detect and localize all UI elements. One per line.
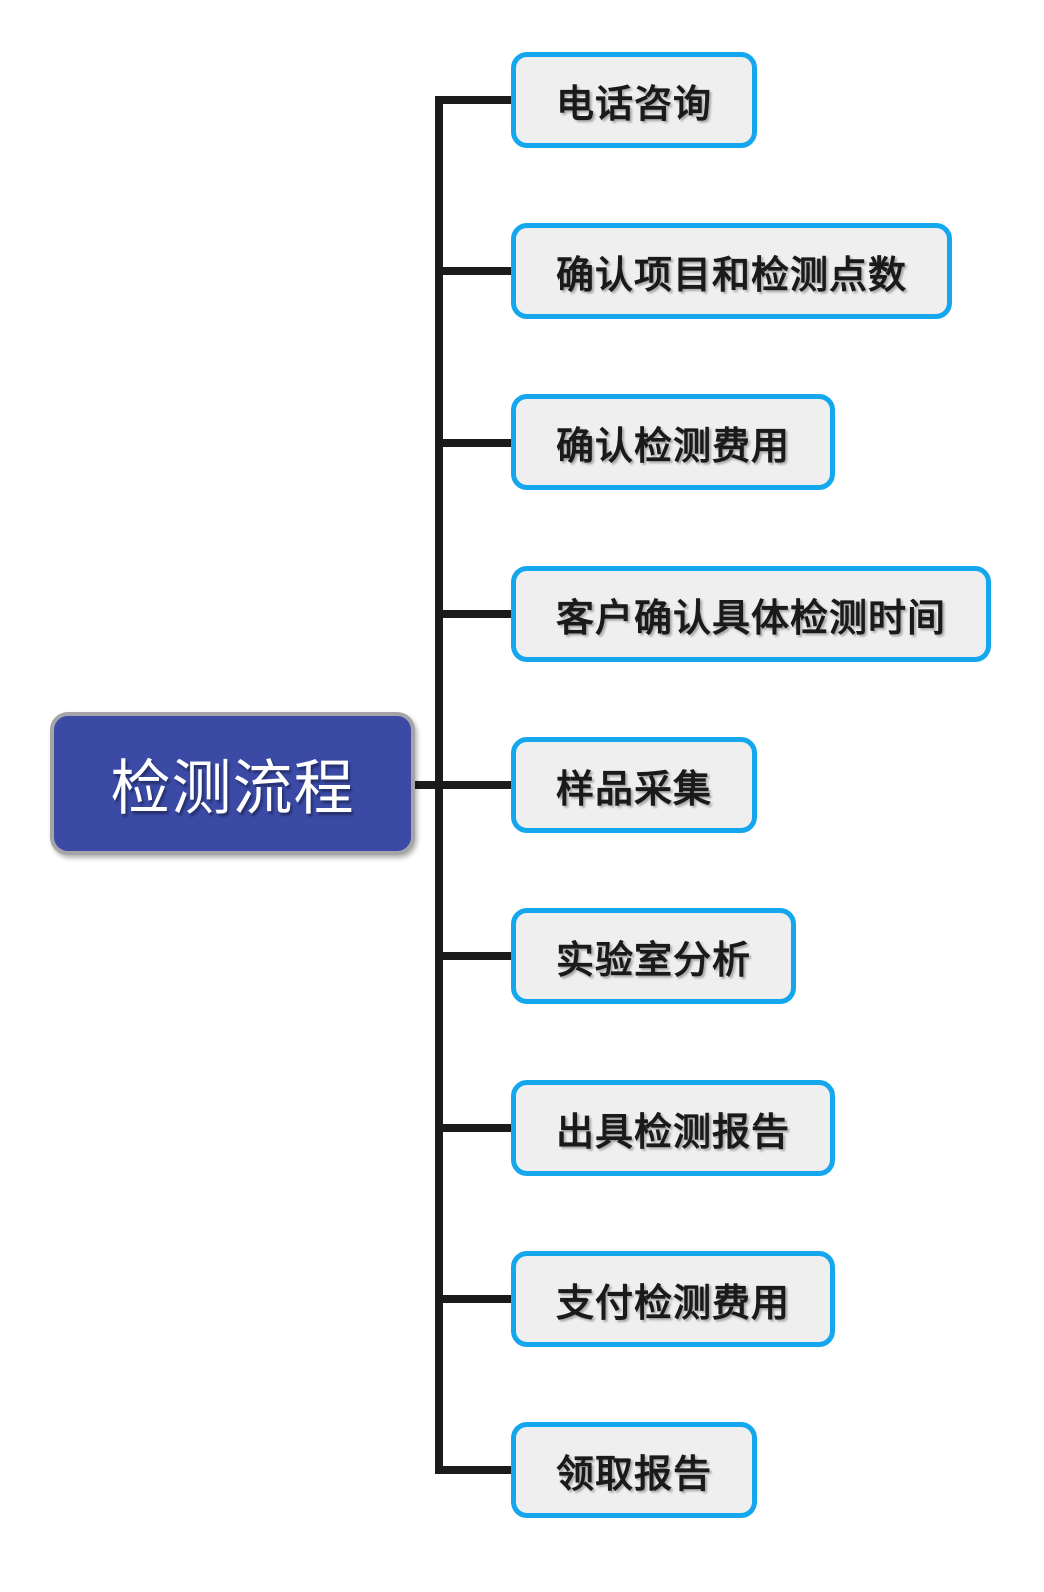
node-label: 样品采集 [556,768,713,811]
node-customer-confirm-time[interactable]: 客户确认具体检测时间 [511,566,992,662]
node-phone-consultation[interactable]: 电话咨询 [511,52,758,148]
connector-branch-7 [435,1124,513,1132]
connector-branch-8 [435,1295,513,1303]
node-confirm-items-and-points[interactable]: 确认项目和检测点数 [511,223,953,319]
root-node-testing-process[interactable]: 检测流程 [50,712,415,855]
node-lab-analysis[interactable]: 实验室分析 [511,908,797,1004]
connector-branch-5 [435,781,513,789]
root-node-label: 检测流程 [110,755,355,822]
node-issue-test-report[interactable]: 出具检测报告 [511,1080,836,1176]
connector-branch-2 [435,267,513,275]
node-label: 实验室分析 [556,939,752,982]
node-label: 出具检测报告 [556,1111,791,1154]
node-label: 领取报告 [556,1453,713,1496]
connector-branch-4 [435,610,513,618]
node-label: 支付检测费用 [556,1282,791,1325]
node-sample-collection[interactable]: 样品采集 [511,737,758,833]
node-label: 客户确认具体检测时间 [556,597,947,640]
node-label: 确认检测费用 [556,425,791,468]
node-label: 确认项目和检测点数 [556,254,908,297]
connector-branch-3 [435,439,513,447]
connector-branch-1 [435,96,513,104]
connector-branch-6 [435,952,513,960]
node-confirm-testing-fee[interactable]: 确认检测费用 [511,394,836,490]
node-label: 电话咨询 [556,83,713,126]
node-collect-report[interactable]: 领取报告 [511,1422,758,1518]
node-pay-testing-fee[interactable]: 支付检测费用 [511,1251,836,1347]
connector-branch-9 [435,1466,513,1474]
